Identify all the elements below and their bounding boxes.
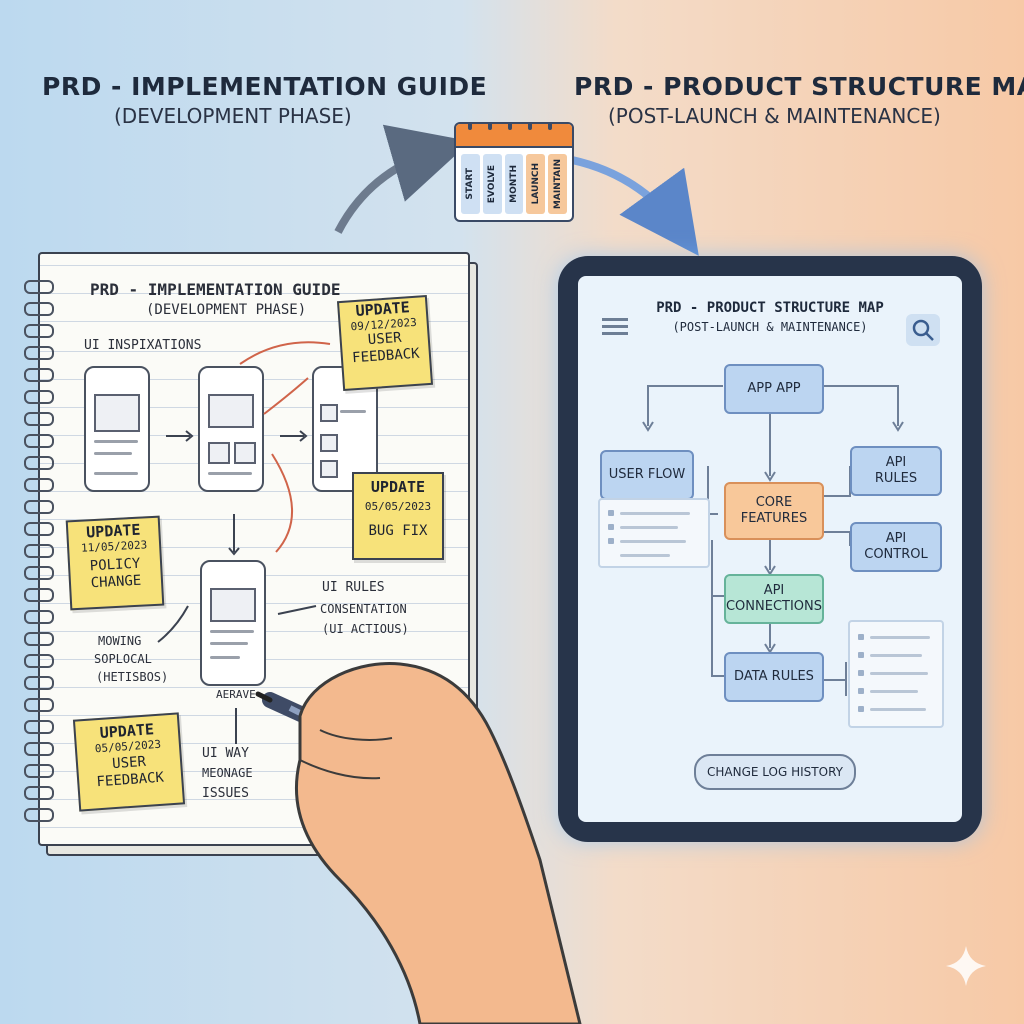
left-header-title: PRD - IMPLEMENTATION GUIDE bbox=[42, 72, 488, 101]
issues-label: ISSUES bbox=[202, 786, 249, 801]
node-data-rules[interactable]: DATA RULES bbox=[724, 652, 824, 702]
mowing-label: MOWING bbox=[98, 634, 142, 648]
node-app[interactable]: APP APP bbox=[724, 364, 824, 414]
ui-inspirations-label: UI INSPIXATIONS bbox=[84, 338, 202, 353]
tablet-device: PRD - PRODUCT STRUCTURE MAP (POST-LAUNCH… bbox=[558, 256, 982, 842]
consentation-label: CONSENTATION bbox=[320, 602, 407, 616]
calendar-col-evolve: EVOLVE bbox=[482, 154, 502, 214]
calendar-col-month: MONTH bbox=[504, 154, 524, 214]
tablet-title: PRD - PRODUCT STRUCTURE MAP bbox=[656, 300, 884, 316]
wireframe-phone-1 bbox=[84, 366, 150, 492]
node-user-flow[interactable]: USER FLOW bbox=[600, 450, 694, 500]
user-flow-detail-panel bbox=[598, 498, 710, 568]
tablet-subtitle: (POST-LAUNCH & MAINTENANCE) bbox=[672, 320, 868, 334]
calendar-icon: START EVOLVE MONTH LAUNCH MAINTAIN bbox=[454, 122, 574, 222]
hamburger-menu-icon[interactable] bbox=[602, 316, 628, 336]
sticky-note-bug-fix: UPDATE 05/05/2023 BUG FIX bbox=[352, 472, 444, 560]
ui-rules-label: UI RULES bbox=[322, 580, 385, 595]
hetisbos-label: (HETISBOS) bbox=[96, 670, 169, 684]
right-header-title: PRD - PRODUCT STRUCTURE MAP bbox=[574, 72, 1024, 101]
notebook-title: PRD - IMPLEMENTATION GUIDE bbox=[90, 280, 341, 299]
right-header-subtitle: (POST-LAUNCH & MAINTENANCE) bbox=[608, 104, 941, 128]
meonage-label: MEONAGE bbox=[202, 766, 253, 780]
soplocal-label: SOPLOCAL bbox=[94, 652, 152, 666]
calendar-col-maintain: MAINTAIN bbox=[548, 154, 567, 214]
sparkle-icon bbox=[946, 946, 986, 986]
calendar-col-launch: LAUNCH bbox=[526, 154, 546, 214]
wireframe-phone-2 bbox=[198, 366, 264, 492]
tablet-screen: PRD - PRODUCT STRUCTURE MAP (POST-LAUNCH… bbox=[578, 276, 962, 822]
search-icon bbox=[912, 319, 934, 341]
left-curved-arrow bbox=[334, 124, 471, 234]
right-curved-arrow bbox=[571, 156, 699, 256]
aerave-label: AERAVE bbox=[216, 688, 256, 701]
wireframe-phone-4 bbox=[200, 560, 266, 686]
notebook-arrows bbox=[157, 341, 331, 744]
search-button[interactable] bbox=[906, 314, 940, 346]
notebook-subtitle: (DEVELOPMENT PHASE) bbox=[146, 302, 307, 318]
data-rules-detail-panel bbox=[848, 620, 944, 728]
change-log-history-button[interactable]: CHANGE LOG HISTORY bbox=[694, 754, 856, 790]
ui-way-label: UI WAY bbox=[202, 746, 249, 761]
calendar-col-start: START bbox=[461, 154, 480, 214]
ui-actious-label: (UI ACTIOUS) bbox=[322, 622, 409, 636]
left-header-subtitle: (DEVELOPMENT PHASE) bbox=[114, 104, 352, 128]
